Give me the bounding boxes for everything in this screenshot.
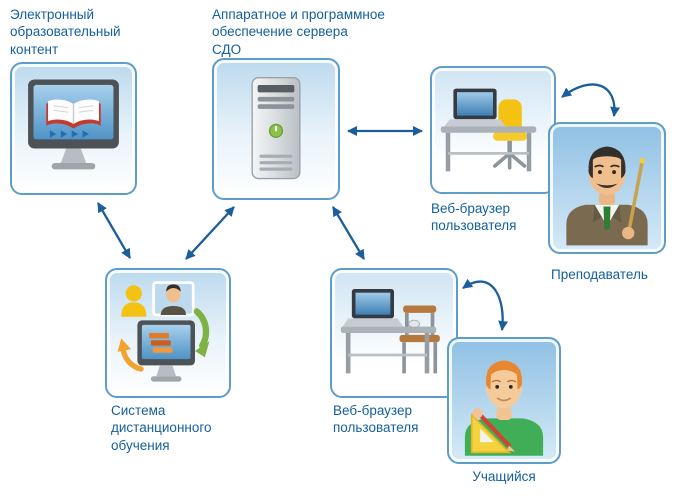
student-icon [464, 360, 544, 456]
label-teacher: Преподаватель [551, 267, 648, 282]
label-server: Аппаратное и программное обеспечение сер… [212, 7, 385, 57]
node-student [447, 337, 561, 464]
label-teacher-browser: Веб-браузер пользователя [431, 201, 517, 234]
label-student: Учащийся [472, 469, 536, 484]
lms-recycle-monitor-icon [117, 281, 210, 382]
node-teacher-browser [430, 66, 556, 194]
arrow-student-browser-student [462, 278, 509, 331]
node-student-browser [330, 268, 458, 398]
arrow-server-lms [185, 206, 235, 260]
node-electronic-content [10, 62, 137, 195]
desk-laptop-icon [340, 289, 440, 374]
node-teacher [548, 122, 666, 254]
label-lms: Система дистанционного обучения [111, 403, 212, 453]
label-student-browser: Веб-браузер пользователя [333, 403, 419, 436]
arrow-teacher-browser-teacher [561, 83, 621, 117]
node-server [212, 58, 340, 200]
label-electronic-content: Электронный образовательный контент [10, 7, 121, 57]
server-tower-icon [251, 76, 301, 180]
monitor-book-icon [28, 79, 119, 170]
teacher-icon [566, 146, 648, 246]
arrow-server-student-browser [332, 206, 365, 260]
arrow-content-lms [97, 202, 131, 259]
node-lms [105, 268, 231, 398]
desk-laptop-chair-icon [440, 88, 537, 172]
